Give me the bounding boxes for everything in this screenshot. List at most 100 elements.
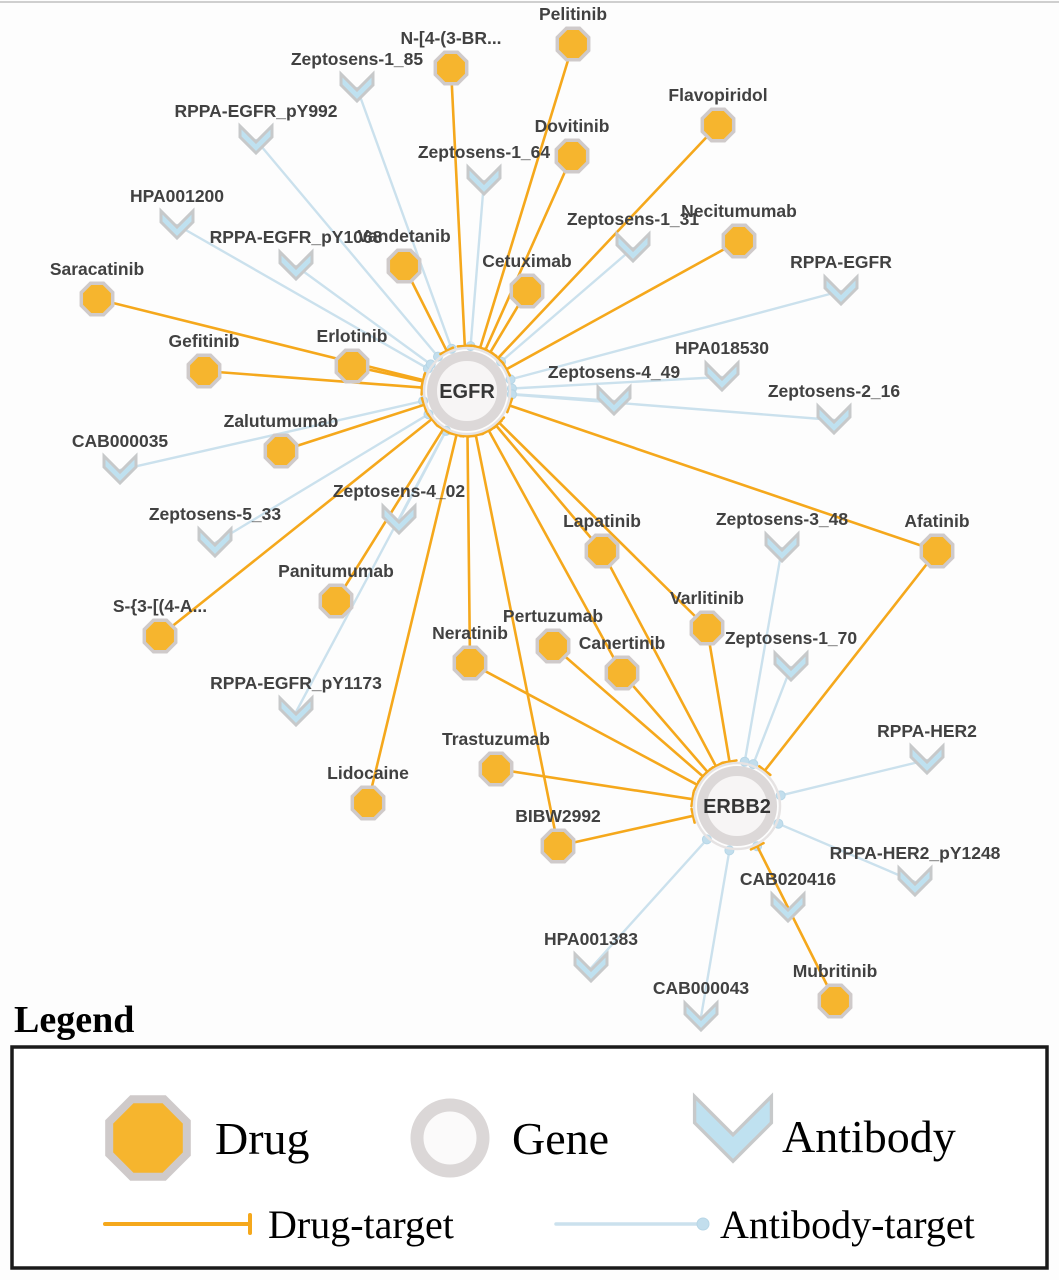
drug-node-gefitinib[interactable]: [186, 353, 222, 389]
drug-node-lapatinib[interactable]: [584, 533, 620, 569]
drug-node-mubritinib[interactable]: [817, 983, 853, 1019]
antibody-node-zeptosens-1_64[interactable]: [466, 163, 502, 197]
antibody-node-rppa-egfr[interactable]: [823, 273, 859, 307]
drug-label: Necitumumab: [681, 201, 797, 221]
drug-node-afatinib[interactable]: [919, 533, 955, 569]
drug-target-edge: [551, 644, 705, 778]
drug-edge-tee: [435, 424, 451, 435]
drug-target-edge: [497, 421, 709, 630]
antibody-target-dot: [696, 1217, 710, 1231]
legend-title: Legend: [14, 999, 134, 1041]
antibody-label: Zeptosens-4_49: [548, 362, 681, 382]
drug-edge-tee: [692, 777, 702, 793]
antibody-node-hpa018530[interactable]: [704, 359, 740, 393]
gene-node-EGFR[interactable]: [427, 351, 507, 431]
drug-target-edge: [468, 661, 699, 787]
antibody-node-zeptosens-1_70[interactable]: [773, 649, 809, 683]
drug-node-pertuzumab[interactable]: [535, 628, 571, 664]
drug-edge-tee: [420, 396, 428, 413]
drug-node-pelitinib[interactable]: [555, 26, 591, 62]
antibody-target-edge: [510, 393, 836, 422]
antibody-node-zeptosens-4_49[interactable]: [596, 383, 632, 417]
antibody-target-edge: [699, 849, 731, 1019]
antibody-node-rppa-egfr_py1173[interactable]: [278, 694, 314, 728]
drug-node-vandetanib[interactable]: [386, 248, 422, 284]
antibody-node-zeptosens-1_31[interactable]: [615, 230, 651, 264]
drug-node-zalutumumab[interactable]: [263, 433, 299, 469]
antibody-node-hpa001383[interactable]: [573, 950, 609, 984]
drug-node-dovitinib[interactable]: [554, 138, 590, 174]
drug-legend-icon: [105, 1095, 191, 1181]
antibody-node-cab000043[interactable]: [683, 999, 719, 1033]
antibody-target-edge: [294, 429, 447, 714]
antibody-target-edge: [175, 223, 430, 370]
drug-target-edge: [505, 239, 741, 371]
drug-node-varlitinib[interactable]: [689, 610, 725, 646]
drug-node-n-4-3-br[interactable]: [433, 50, 469, 86]
antibody-node-rppa-egfr_py992[interactable]: [238, 122, 274, 156]
antibody-label: RPPA-EGFR_pY992: [174, 101, 337, 121]
drug-node-panitumumab[interactable]: [318, 583, 354, 619]
antibody-target-edge: [469, 179, 486, 348]
antibody-node-zeptosens-4_02[interactable]: [381, 502, 417, 536]
antibody-target-label: Antibody-target: [720, 1202, 975, 1247]
antibody-label: HPA001383: [544, 929, 638, 949]
drug-target-edge: [508, 404, 939, 553]
edge-layer: [95, 42, 939, 1019]
label-layer: Zeptosens-1_85RPPA-EGFR_pY992HPA001200RP…: [50, 4, 1001, 998]
drug-edge-tee: [700, 766, 715, 778]
drug-node-s-3-4-a[interactable]: [142, 618, 178, 654]
legend-section: Legend Drug Gene Antibody Drug-target An…: [10, 999, 1049, 1270]
drug-label: Panitumumab: [278, 561, 394, 581]
drug-node-cetuximab[interactable]: [509, 273, 545, 309]
drug-label: Trastuzumab: [442, 729, 550, 749]
drug-node-lidocaine[interactable]: [350, 785, 386, 821]
drug-target-edge: [478, 42, 575, 350]
antibody-node-zeptosens-1_85[interactable]: [339, 70, 375, 104]
drug-node-bibw2992[interactable]: [540, 828, 576, 864]
drug-label: Neratinib: [432, 623, 508, 643]
antibody-node-rppa-egfr_py1068[interactable]: [278, 248, 314, 282]
gene-label: EGFR: [439, 381, 495, 403]
antibody-node-cab020416[interactable]: [770, 890, 806, 924]
antibody-label: CAB000043: [653, 978, 750, 998]
antibody-node-rppa-her2_py1248[interactable]: [897, 864, 933, 898]
antibody-node-hpa001200[interactable]: [159, 207, 195, 241]
antibody-label: Zeptosens-1_64: [418, 142, 551, 162]
drug-node-necitumumab[interactable]: [721, 223, 757, 259]
drug-edge-tee: [505, 397, 514, 414]
drug-label: Saracatinib: [50, 259, 144, 279]
drug-node-canertinib[interactable]: [604, 655, 640, 691]
drug-edge-tee: [749, 841, 765, 851]
antibody-legend-icon: [692, 1092, 774, 1164]
antibody-target-edge: [213, 413, 430, 545]
drug-label: Varlitinib: [670, 588, 744, 608]
drug-target-edge: [494, 424, 604, 553]
antibody-node-cab000035[interactable]: [102, 452, 138, 486]
antibody-node-zeptosens-5_33[interactable]: [197, 525, 233, 559]
drug-node-saracatinib[interactable]: [79, 281, 115, 317]
antibody-node-zeptosens-3_48[interactable]: [764, 530, 800, 564]
drug-target-label: Drug-target: [268, 1202, 454, 1247]
drug-node-neratinib[interactable]: [452, 645, 488, 681]
gene-node-ERBB2[interactable]: [697, 766, 777, 846]
drug-label: Afatinib: [904, 511, 969, 531]
drug-edge-tee: [426, 412, 438, 426]
drug-label: Pertuzumab: [503, 606, 603, 626]
drug-label: Lidocaine: [327, 763, 409, 783]
drug-edge-tee: [492, 416, 506, 429]
antibody-node-rppa-her2[interactable]: [909, 742, 945, 776]
drug-edge-tee: [757, 764, 772, 777]
antibody-label: Zeptosens-2_16: [768, 381, 901, 401]
antibody-target-edge: [294, 264, 432, 366]
antibody-target-edge: [777, 822, 917, 884]
antibody-target-edge: [752, 665, 793, 766]
drug-node-erlotinib[interactable]: [334, 348, 370, 384]
drug-node-flavopiridol[interactable]: [700, 107, 736, 143]
antibody-target-edge: [254, 138, 440, 358]
drug-edge-tee: [690, 790, 695, 808]
antibody-node-zeptosens-2_16[interactable]: [816, 402, 852, 436]
drug-node-trastuzumab[interactable]: [478, 751, 514, 787]
drug-label: Pelitinib: [539, 4, 607, 24]
